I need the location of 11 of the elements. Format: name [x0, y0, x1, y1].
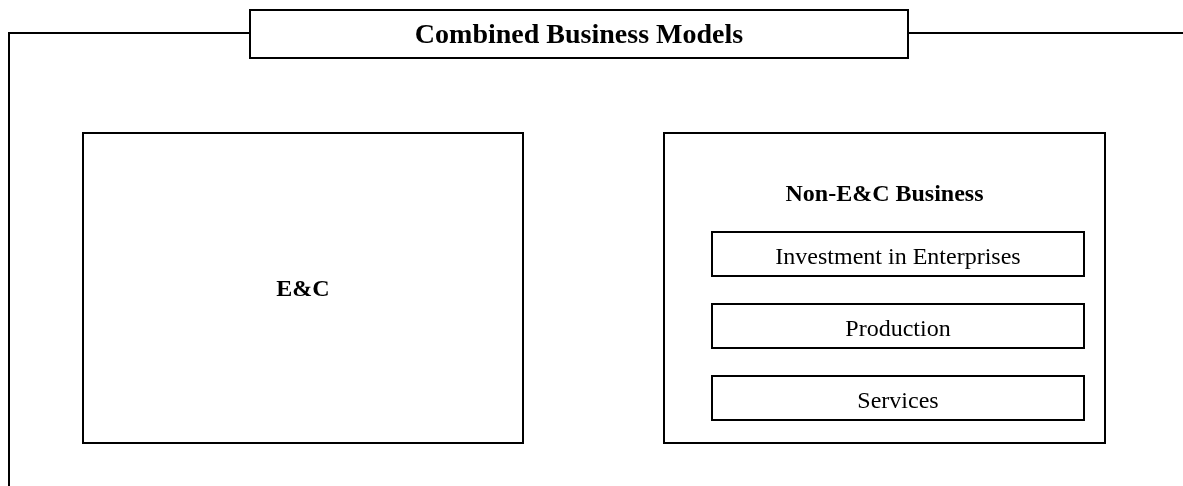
box-label: Non-E&C Business [784, 181, 985, 205]
item-box [711, 303, 1085, 349]
box-label: E&C [275, 276, 331, 300]
box-label: Services [856, 388, 940, 412]
business-box [663, 132, 1106, 444]
box-label: Production [844, 316, 952, 340]
item-box [711, 375, 1085, 421]
item-box [711, 231, 1085, 277]
business-box [82, 132, 524, 444]
box-label: Investment in Enterprises [774, 244, 1022, 268]
title-label: Combined Business Models [249, 9, 909, 59]
